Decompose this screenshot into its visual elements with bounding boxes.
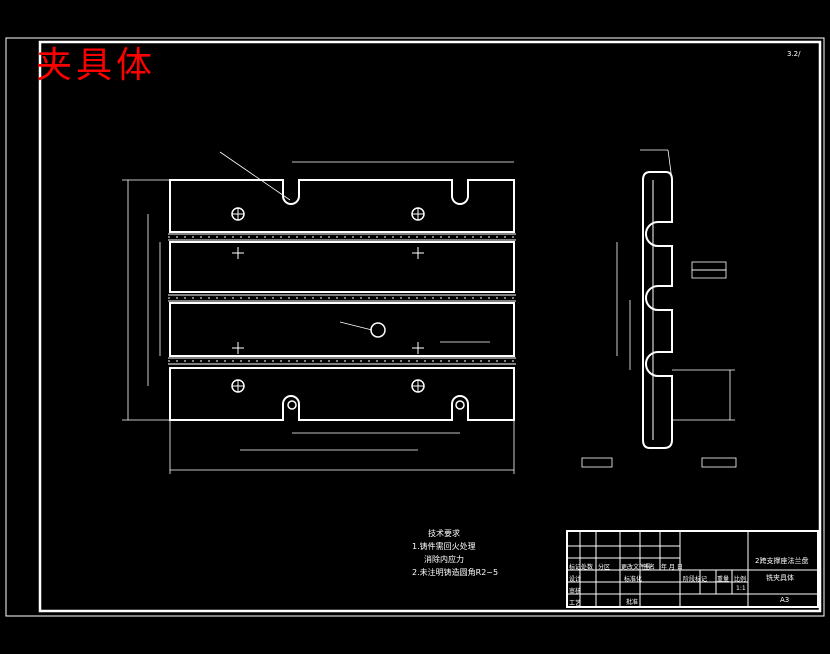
stage-cell: 重量 (717, 576, 730, 583)
tech-heading: 技术要求 (428, 529, 460, 538)
surface-roughness-mark: 3.2/ (787, 50, 801, 58)
tech-requirements: 技术要求 1.铸件需回火处理 消除内应力 2.未注明铸造圆角R2~5 (412, 527, 498, 579)
side-view (642, 171, 673, 449)
part-name-1: 2跨支撑座法兰盘 (755, 557, 809, 565)
row-label: 工艺 (569, 600, 582, 607)
approve-cell: 批准 (626, 599, 639, 606)
title-block-grid (566, 530, 819, 608)
header-cell: 分区 (598, 564, 611, 571)
section-hatch (168, 233, 516, 365)
stage-cell: 比例 (734, 576, 747, 583)
header-cell: 更改文件号 (621, 564, 652, 571)
header-cell: 处数 (581, 564, 594, 571)
front-dimensions (122, 151, 515, 474)
stage-cell: 阶段标记 (683, 576, 708, 583)
row-label: 标记 (569, 564, 582, 571)
header-cell: 签名 (643, 564, 656, 571)
scale: 1:1 (736, 585, 746, 592)
sheet-code: A3 (780, 596, 790, 604)
tech-item: 2.未注明铸造圆角R2~5 (412, 568, 499, 577)
header-cell: 年 月 日 (661, 564, 683, 571)
side-dimensions (581, 149, 737, 468)
tech-item: 消除内应力 (424, 555, 464, 564)
part-name-2: 铣夹具体 (766, 574, 794, 582)
row-label: 设计 (569, 576, 582, 583)
inner-frame (38, 40, 822, 613)
drawing-title: 夹具体 (36, 45, 157, 86)
locator-marks (232, 208, 424, 392)
front-view (169, 179, 515, 421)
bolt-holes (231, 207, 465, 410)
row-label: 审核 (569, 588, 582, 595)
outer-frame (5, 37, 825, 617)
tech-item: 1.铸件需回火处理 (412, 542, 476, 551)
standard-cell: 标准化 (624, 576, 643, 583)
